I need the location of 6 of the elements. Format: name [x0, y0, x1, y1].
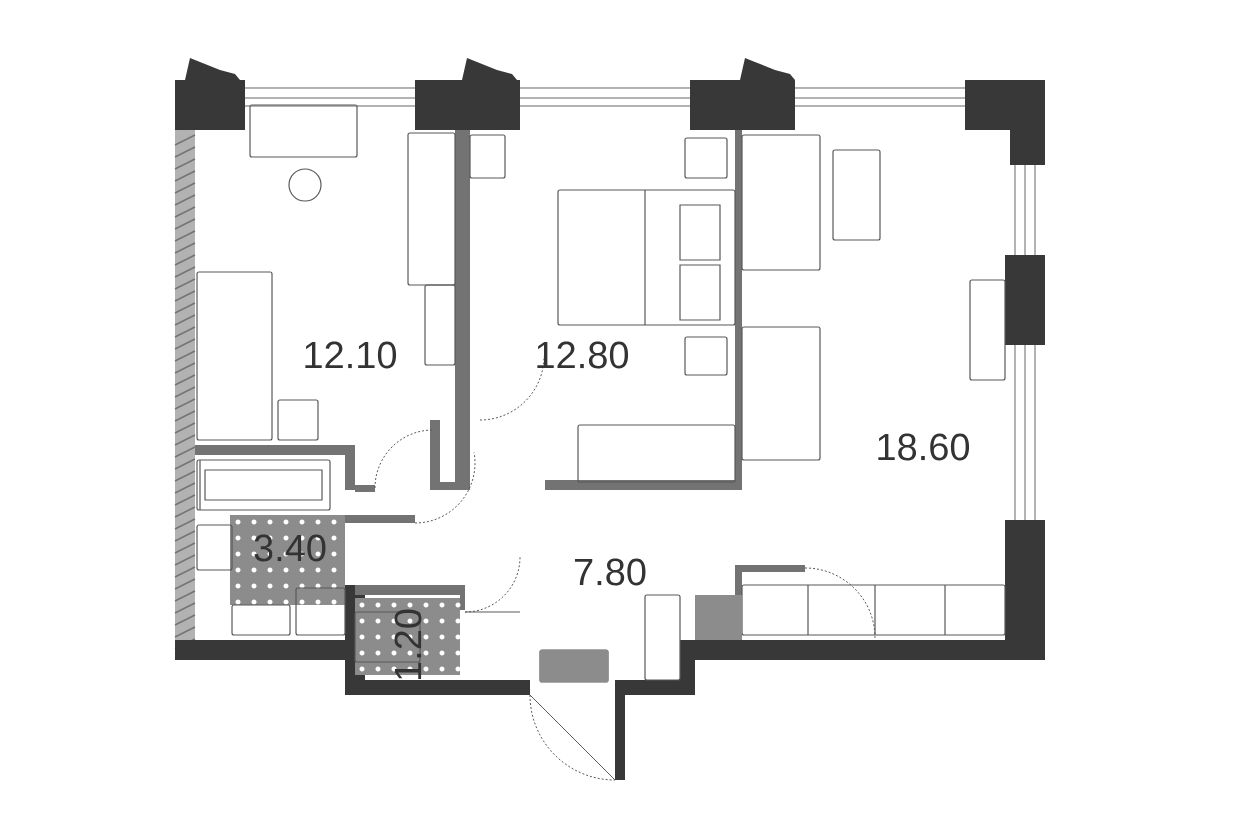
area-label: 12.10 [305, 341, 397, 369]
area-label: 1.20 [394, 609, 422, 680]
area-label: 18.60 [878, 433, 970, 461]
area-label: 7.80 [574, 558, 646, 586]
area-label: 3.40 [254, 534, 326, 562]
area-label: 12.80 [537, 341, 629, 369]
